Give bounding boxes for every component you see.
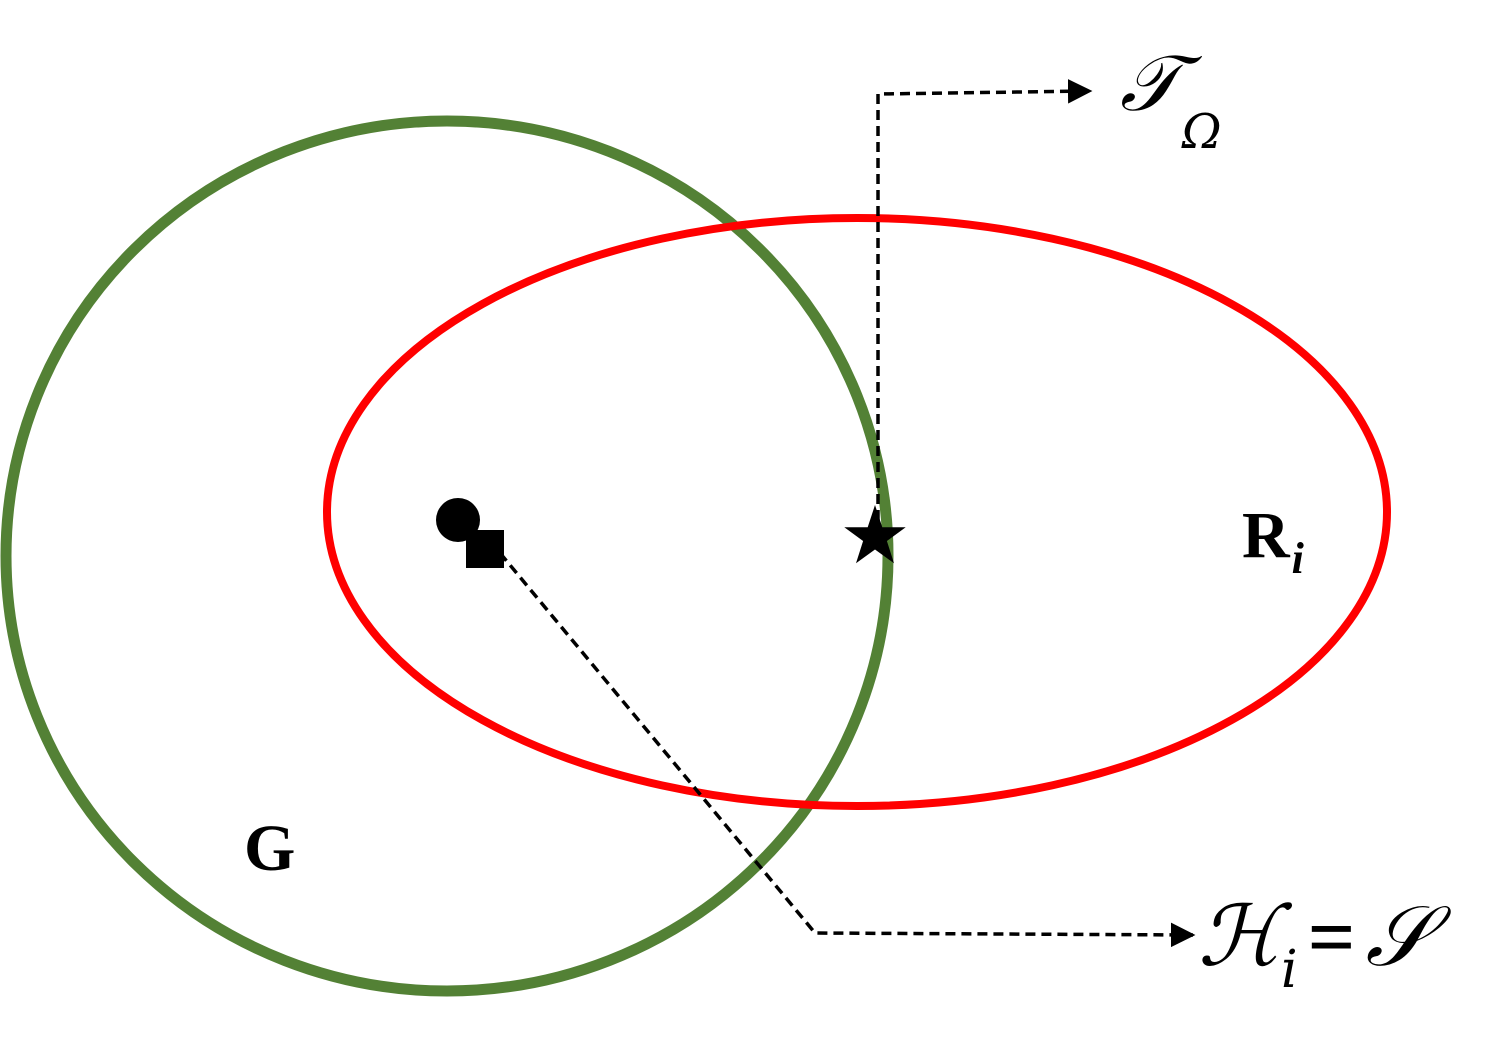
label-h-eq: =	[1308, 891, 1356, 984]
filled-star-icon	[844, 505, 906, 564]
label-r-sub: i	[1292, 534, 1305, 583]
connector-h-s	[498, 551, 1196, 948]
ellipse-r	[323, 214, 1391, 810]
label-g: G	[244, 812, 295, 885]
label-r-i: Ri	[1242, 499, 1305, 583]
label-h-rhs: 𝒮	[1366, 887, 1452, 985]
circle-g	[0, 115, 894, 997]
label-t-sub: Ω	[1181, 104, 1222, 160]
label-r-main: R	[1242, 499, 1291, 572]
label-t-omega: 𝒯Ω	[1120, 39, 1222, 160]
label-h-main: ℋ	[1198, 887, 1293, 985]
filled-square-icon	[466, 530, 504, 568]
label-h-i-equals-s: ℋi=𝒮	[1198, 887, 1452, 1000]
connector-t-omega	[876, 79, 1093, 520]
label-h-sub: i	[1281, 940, 1298, 1000]
